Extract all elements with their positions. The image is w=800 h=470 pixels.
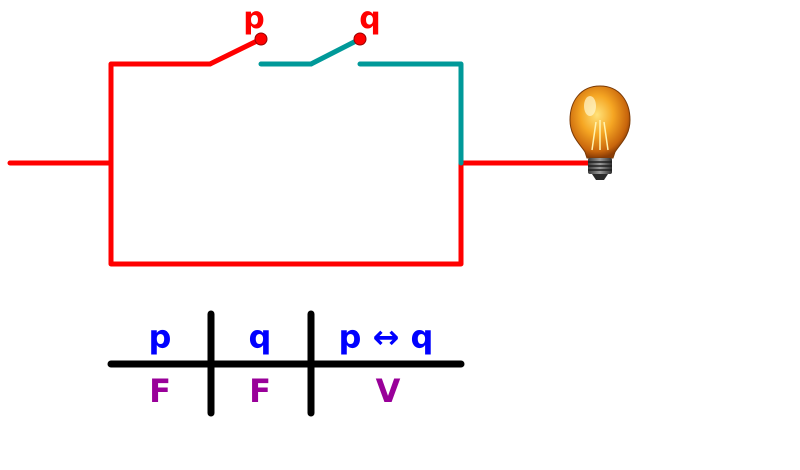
table-header-q: q xyxy=(249,318,272,356)
table-value-biconditional: V xyxy=(376,372,401,410)
switch-p-label: p xyxy=(243,1,264,36)
truth-table xyxy=(107,310,465,417)
switch-p-arm xyxy=(207,36,264,67)
left-loop-wire xyxy=(108,61,213,166)
table-value-q: F xyxy=(249,372,271,410)
active-wires xyxy=(7,36,595,267)
switch-q-label: q xyxy=(359,1,380,36)
right-loop-wire xyxy=(357,61,464,166)
table-header-biconditional: p ↔ q xyxy=(339,318,434,356)
table-header-p: p xyxy=(149,318,172,356)
switch-p-contact xyxy=(254,32,268,46)
switch-q-contact xyxy=(353,32,367,46)
table-value-p: F xyxy=(149,372,171,410)
light-bulb-icon xyxy=(569,85,631,180)
bottom-branch-wire xyxy=(108,160,464,267)
inactive-wires xyxy=(258,36,464,166)
switch-q-arm xyxy=(308,36,363,67)
